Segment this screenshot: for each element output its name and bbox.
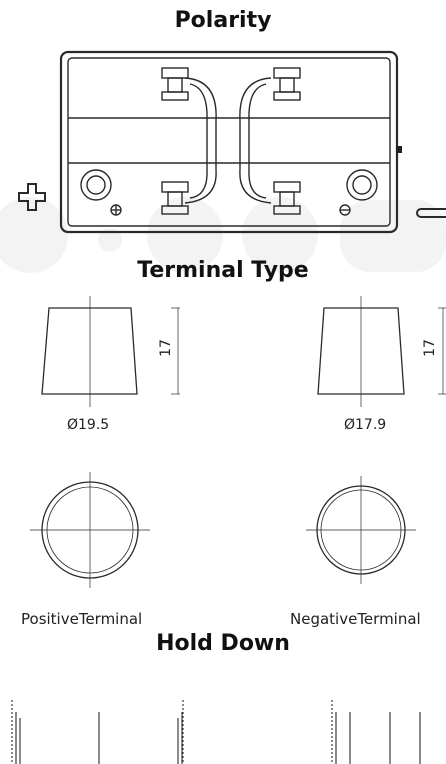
positive-diameter-label: Ø19.5 <box>67 417 110 433</box>
positive-terminal-label: PositiveTerminal <box>21 610 143 628</box>
terminal-type-title: Terminal Type <box>137 258 309 283</box>
positive-terminal-side <box>41 307 138 395</box>
negative-terminal-label: NegativeTerminal <box>290 610 421 628</box>
polarity-title: Polarity <box>174 8 272 33</box>
handle-clip-tl <box>161 67 189 101</box>
negative-terminal-side <box>317 307 405 395</box>
negative-diameter-label: Ø17.9 <box>344 417 387 433</box>
hold-down-title: Hold Down <box>156 631 290 656</box>
